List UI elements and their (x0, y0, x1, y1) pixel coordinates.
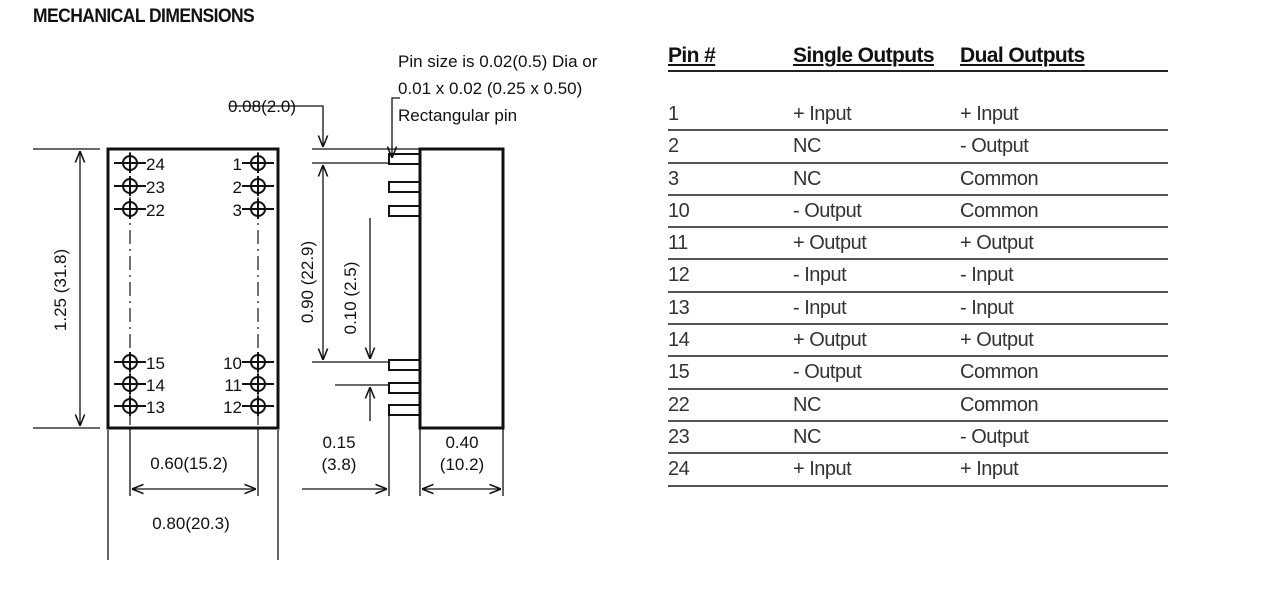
pin-marker (242, 352, 274, 372)
dim-width: 0.80(20.3) (152, 514, 230, 533)
cell-pin: 1 (668, 103, 679, 125)
cell-pin: 23 (668, 425, 690, 448)
cell-dual: Common (960, 167, 1039, 190)
pin-table: Pin # Single Outputs Dual Outputs 1 + Inp… (668, 44, 1168, 487)
dim-depth-mm: (10.2) (440, 455, 484, 474)
pin-label: 15 (146, 354, 165, 373)
pin-marker (242, 396, 274, 416)
pin-marker (242, 153, 274, 173)
table-row: 13 - Input - Input (668, 293, 1168, 326)
pin-label: 22 (146, 201, 165, 220)
cell-dual: + Input (960, 103, 1019, 125)
cell-dual: - Output (960, 425, 1029, 448)
cell-single: + Input (793, 458, 852, 481)
table-row: 15 - Output Common (668, 357, 1168, 390)
cell-pin: 10 (668, 199, 690, 222)
dim-pin-row-width: 0.60(15.2) (150, 454, 228, 473)
cell-dual: + Output (960, 232, 1034, 255)
table-row: 14 + Output + Output (668, 325, 1168, 358)
cell-single: NC (793, 393, 821, 416)
pin-marker (114, 176, 146, 196)
mechanical-drawing: 24 23 22 15 14 13 1 2 3 10 11 12 Pin siz… (33, 52, 598, 560)
header-pin: Pin # (668, 44, 716, 67)
cell-pin: 22 (668, 393, 690, 416)
cell-single: NC (793, 135, 821, 158)
cell-single: - Input (793, 296, 847, 319)
pin-label: 23 (146, 178, 165, 197)
cell-dual: + Input (960, 458, 1019, 481)
front-view-body (106, 147, 280, 430)
cell-pin: 2 (668, 135, 679, 158)
dim-pin-length-mm: (3.8) (322, 455, 357, 474)
pin-marker (114, 352, 146, 372)
cell-pin: 3 (668, 167, 679, 190)
cell-single: + Input (793, 103, 852, 125)
table-row: 23 NC - Output (668, 422, 1168, 455)
cell-dual: Common (960, 361, 1039, 384)
table-row: 3 NC Common (668, 164, 1168, 196)
pin-label: 11 (224, 376, 242, 395)
table-row: 2 NC - Output (668, 131, 1168, 164)
side-view-body (418, 147, 505, 430)
cell-pin: 15 (668, 361, 690, 384)
pin-size-note: 0.01 x 0.02 (0.25 x 0.50) (398, 79, 582, 98)
pin-marker (114, 396, 146, 416)
pin-label: 13 (146, 398, 165, 417)
pin-marker (114, 199, 146, 219)
cell-single: - Output (793, 199, 862, 222)
cell-pin: 12 (668, 264, 690, 287)
table-row: 24 + Input + Input (668, 454, 1168, 487)
pin-label: 14 (146, 376, 165, 395)
table-row: 12 - Input - Input (668, 260, 1168, 293)
pin-label: 3 (233, 201, 242, 220)
cell-single: - Input (793, 264, 847, 287)
dim-pin-length: 0.15 (322, 433, 355, 452)
pin-marker (114, 153, 146, 173)
header-single-outputs: Single Outputs (793, 44, 935, 67)
cell-single: + Output (793, 329, 867, 352)
pin-label: 1 (233, 155, 242, 174)
cell-dual: + Output (960, 329, 1034, 352)
cell-dual: Common (960, 199, 1039, 222)
cell-pin: 14 (668, 329, 690, 352)
pin-marker (114, 374, 146, 394)
cell-pin: 24 (668, 458, 690, 481)
cell-single: + Output (793, 232, 867, 255)
cell-dual: - Input (960, 296, 1014, 319)
table-row: 11 + Output + Output (668, 228, 1168, 261)
cell-dual: - Output (960, 135, 1029, 158)
pin-marker (242, 374, 274, 394)
section-title: MECHANICAL DIMENSIONS (33, 6, 255, 27)
table-row: 10 - Output Common (668, 196, 1168, 229)
pin-label: 10 (223, 354, 242, 373)
cell-single: - Output (793, 361, 862, 384)
dim-pin-pitch: 0.10 (2.5) (341, 262, 360, 335)
table-row: 22 NC Common (668, 390, 1168, 422)
dim-depth: 0.40 (445, 433, 478, 452)
dim-pin-offset: 0.08(2.0) (228, 97, 296, 116)
pin-label: 24 (146, 155, 165, 174)
cell-pin: 13 (668, 296, 690, 319)
dim-pin-span: 0.90 (22.9) (298, 241, 317, 323)
front-view-pins (114, 153, 274, 416)
pin-label: 2 (233, 178, 242, 197)
pin-marker (242, 199, 274, 219)
pin-size-note: Rectangular pin (398, 106, 517, 125)
pin-size-note: Pin size is 0.02(0.5) Dia or (398, 52, 598, 71)
cell-single: NC (793, 425, 821, 448)
cell-dual: - Input (960, 264, 1014, 287)
header-dual-outputs: Dual Outputs (960, 44, 1085, 67)
table-row: 1 + Input + Input (668, 99, 1168, 132)
side-view-pins (388, 153, 421, 416)
pin-label: 12 (223, 398, 242, 417)
dim-height: 1.25 (31.8) (51, 249, 70, 331)
pin-marker (242, 176, 274, 196)
cell-dual: Common (960, 393, 1039, 416)
cell-pin: 11 (668, 232, 688, 255)
cell-single: NC (793, 167, 821, 190)
table-header: Pin # Single Outputs Dual Outputs (668, 44, 1168, 72)
